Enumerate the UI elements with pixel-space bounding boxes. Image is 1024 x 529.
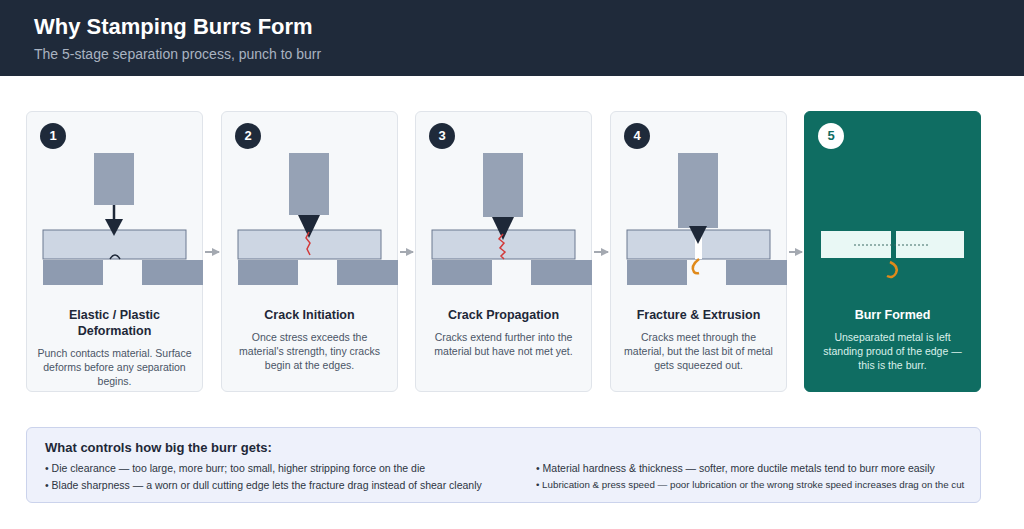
factor-bullet: • Blade sharpness — a worn or dull cutti… [45, 479, 525, 491]
stage-5-figure [821, 231, 964, 277]
panel-heading: What controls how big the burr gets: [45, 440, 272, 455]
step-badge: 1 [40, 123, 66, 149]
stage-description: Cracks meet through the material, but th… [621, 330, 776, 372]
step-badge: 2 [235, 123, 261, 149]
stage-card: Burr FormedUnseparated metal is left sta… [804, 111, 981, 392]
step-badge: 4 [624, 123, 650, 149]
stage-card: Crack PropagationCracks extend further i… [415, 111, 592, 392]
step-badge: 3 [429, 123, 455, 149]
stage-description: Cracks extend further into the material … [426, 330, 581, 358]
stage-title: Elastic / Plastic Deformation [37, 307, 192, 339]
flow-arrow [400, 251, 413, 253]
stage-title: Fracture & Extrusion [621, 307, 776, 323]
stage-title: Burr Formed [815, 307, 970, 323]
page-title: Why Stamping Burrs Form [34, 14, 313, 40]
stage-3-figure [432, 153, 592, 285]
stage-description: Once stress exceeds the material's stren… [232, 330, 387, 372]
stage-4-figure [627, 153, 787, 285]
stage-title: Crack Propagation [426, 307, 581, 323]
step-number: 5 [818, 123, 844, 149]
stage-title: Crack Initiation [232, 307, 387, 323]
stage-card: Crack InitiationOnce stress exceeds the … [221, 111, 398, 392]
factors-panel: What controls how big the burr gets: • Di… [26, 427, 981, 503]
flow-arrow [594, 251, 608, 253]
stage-description: Punch contacts material. Surface deforms… [37, 346, 192, 388]
flow-arrow [205, 251, 219, 253]
factor-bullet: • Die clearance — too large, more burr; … [45, 462, 525, 474]
step-badge: 5 [818, 123, 844, 149]
step-number: 1 [40, 123, 66, 149]
step-number: 2 [235, 123, 261, 149]
stage-card: Elastic / Plastic DeformationPunch conta… [26, 111, 203, 392]
step-number: 3 [429, 123, 455, 149]
stage-description: Unseparated metal is left standing proud… [815, 330, 970, 372]
stage-1-figure [43, 153, 203, 285]
step-number: 4 [624, 123, 650, 149]
factor-bullet: • Material hardness & thickness — softer… [536, 462, 972, 474]
factor-bullet: • Lubrication & press speed — poor lubri… [536, 479, 972, 490]
page-subtitle: The 5-stage separation process, punch to… [34, 46, 321, 62]
stage-card: Fracture & ExtrusionCracks meet through … [610, 111, 787, 392]
flow-arrow [789, 251, 802, 253]
stage-2-figure [238, 153, 398, 285]
